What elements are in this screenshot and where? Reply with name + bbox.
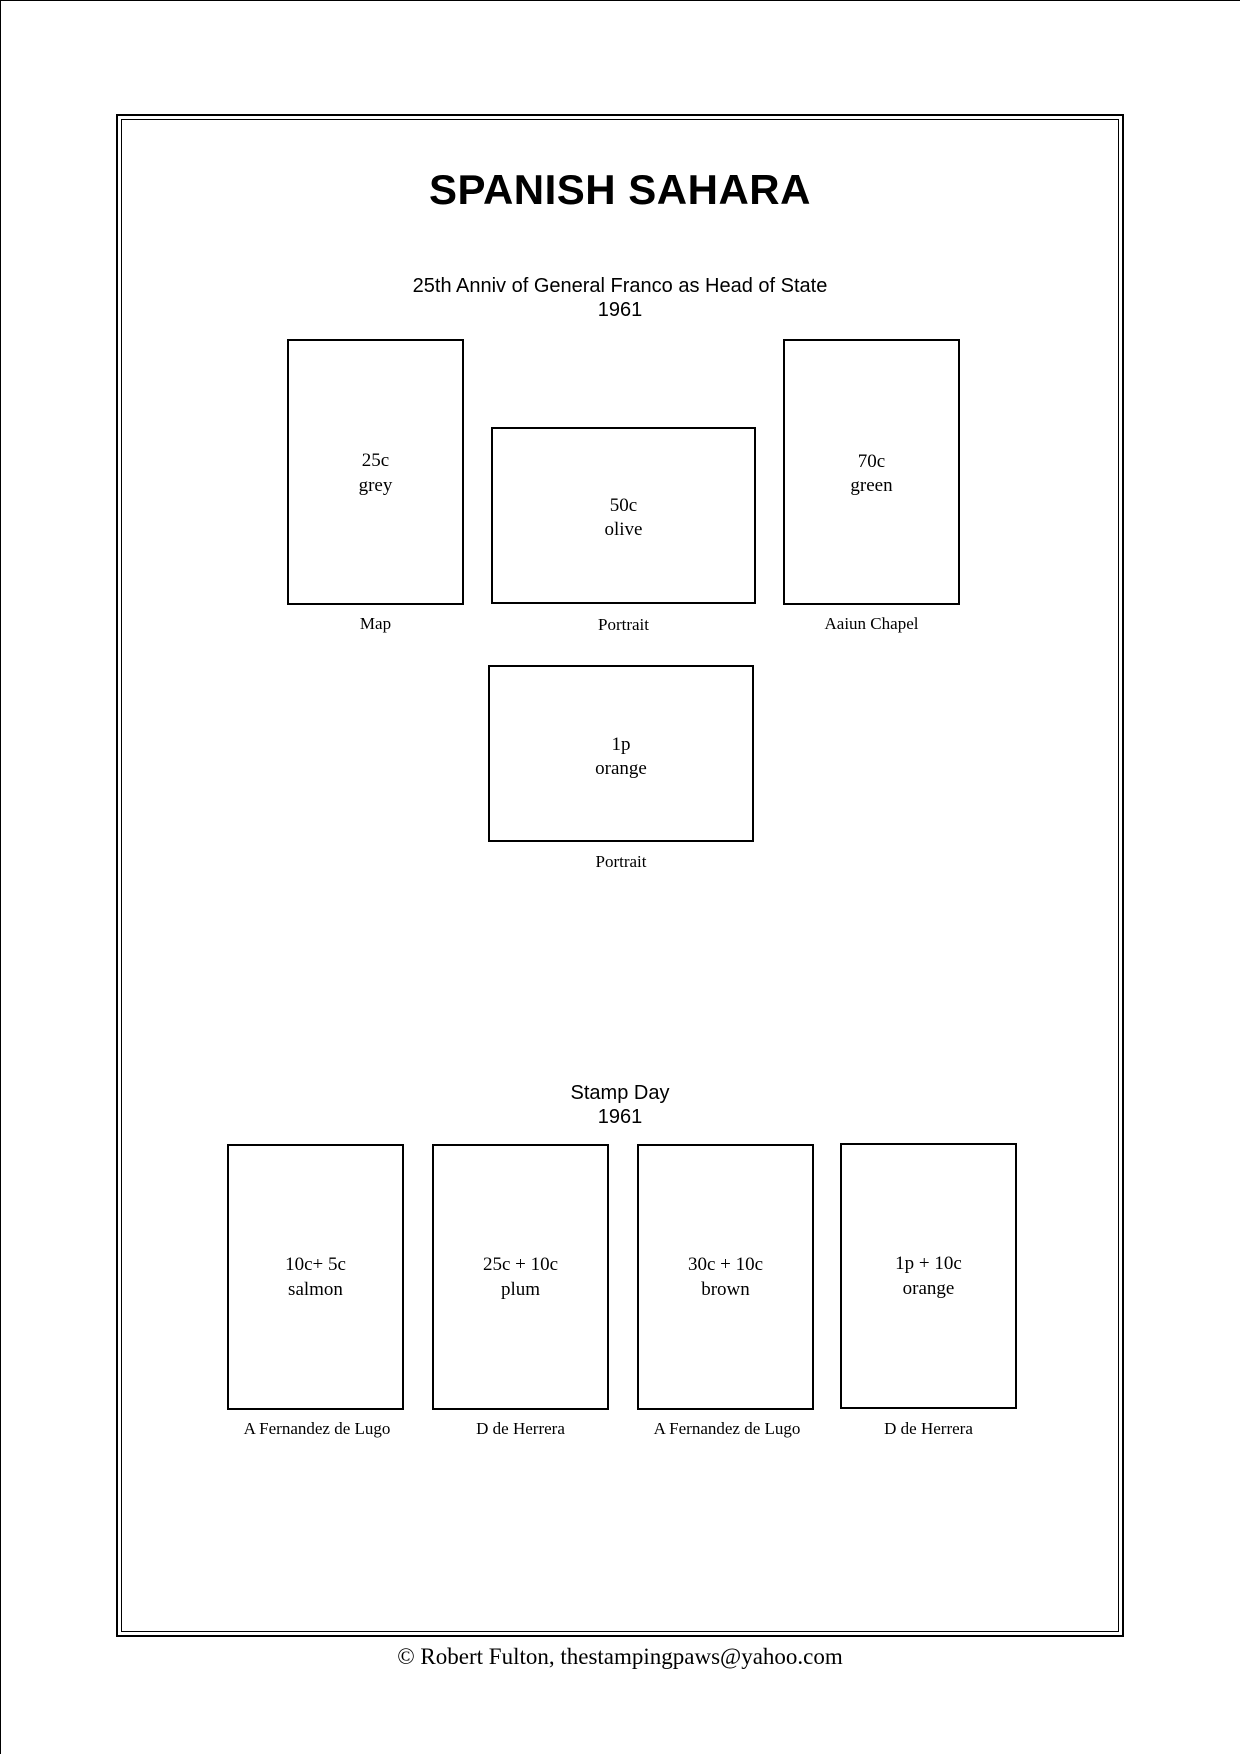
stamp-space: 1p orange	[488, 665, 754, 842]
stamp-space: 30c + 10c brown	[637, 1144, 814, 1410]
stamp-caption: A Fernandez de Lugo	[243, 1419, 391, 1438]
set-heading: Stamp Day	[570, 1082, 670, 1104]
stamp-space: 25c + 10c plum	[432, 1144, 609, 1410]
stamp-caption: Portrait	[595, 852, 647, 871]
stamp-value: 25c + 10c	[482, 1254, 559, 1275]
stamp-value: 70c	[857, 451, 886, 472]
stamp-space: 50c olive	[491, 427, 756, 604]
stamp-space: 1p + 10c orange	[840, 1143, 1017, 1409]
stamp-caption: Map	[359, 614, 392, 633]
album-page-frame-outer	[116, 114, 1124, 1637]
stamp-value: 1p	[611, 734, 631, 755]
stamp-space: 70c green	[783, 339, 960, 605]
album-page-frame-inner	[121, 119, 1119, 1632]
stamp-color: orange	[595, 758, 647, 779]
set-year: 1961	[597, 299, 643, 321]
stamp-color: green	[850, 475, 893, 496]
page-title: SPANISH SAHARA	[429, 166, 811, 213]
stamp-color: brown	[701, 1279, 750, 1300]
stamp-caption: Aaiun Chapel	[824, 614, 919, 633]
stamp-caption: D de Herrera	[884, 1419, 973, 1438]
stamp-color: salmon	[288, 1279, 343, 1300]
set-heading: 25th Anniv of General Franco as Head of …	[412, 275, 828, 297]
stamp-color: orange	[902, 1278, 955, 1299]
stamp-space: 25c grey	[287, 339, 464, 605]
copyright-footer: © Robert Fulton, thestampingpaws@yahoo.c…	[397, 1644, 843, 1669]
stamp-value: 50c	[609, 495, 638, 516]
stamp-value: 30c + 10c	[687, 1254, 764, 1275]
stamp-value: 10c+ 5c	[285, 1254, 346, 1275]
stamp-value: 1p + 10c	[895, 1253, 962, 1274]
stamp-color: plum	[500, 1279, 541, 1300]
stamp-caption: Portrait	[598, 615, 649, 634]
stamp-color: grey	[358, 475, 393, 496]
page-edge-left	[0, 0, 1, 1754]
stamp-caption: D de Herrera	[476, 1419, 565, 1438]
stamp-space: 10c+ 5c salmon	[227, 1144, 404, 1410]
stamp-caption: A Fernandez de Lugo	[653, 1419, 801, 1438]
page-edge-top	[0, 0, 1240, 1]
stamp-color: olive	[604, 519, 643, 540]
stamp-value: 25c	[361, 450, 390, 471]
set-year: 1961	[597, 1106, 643, 1128]
